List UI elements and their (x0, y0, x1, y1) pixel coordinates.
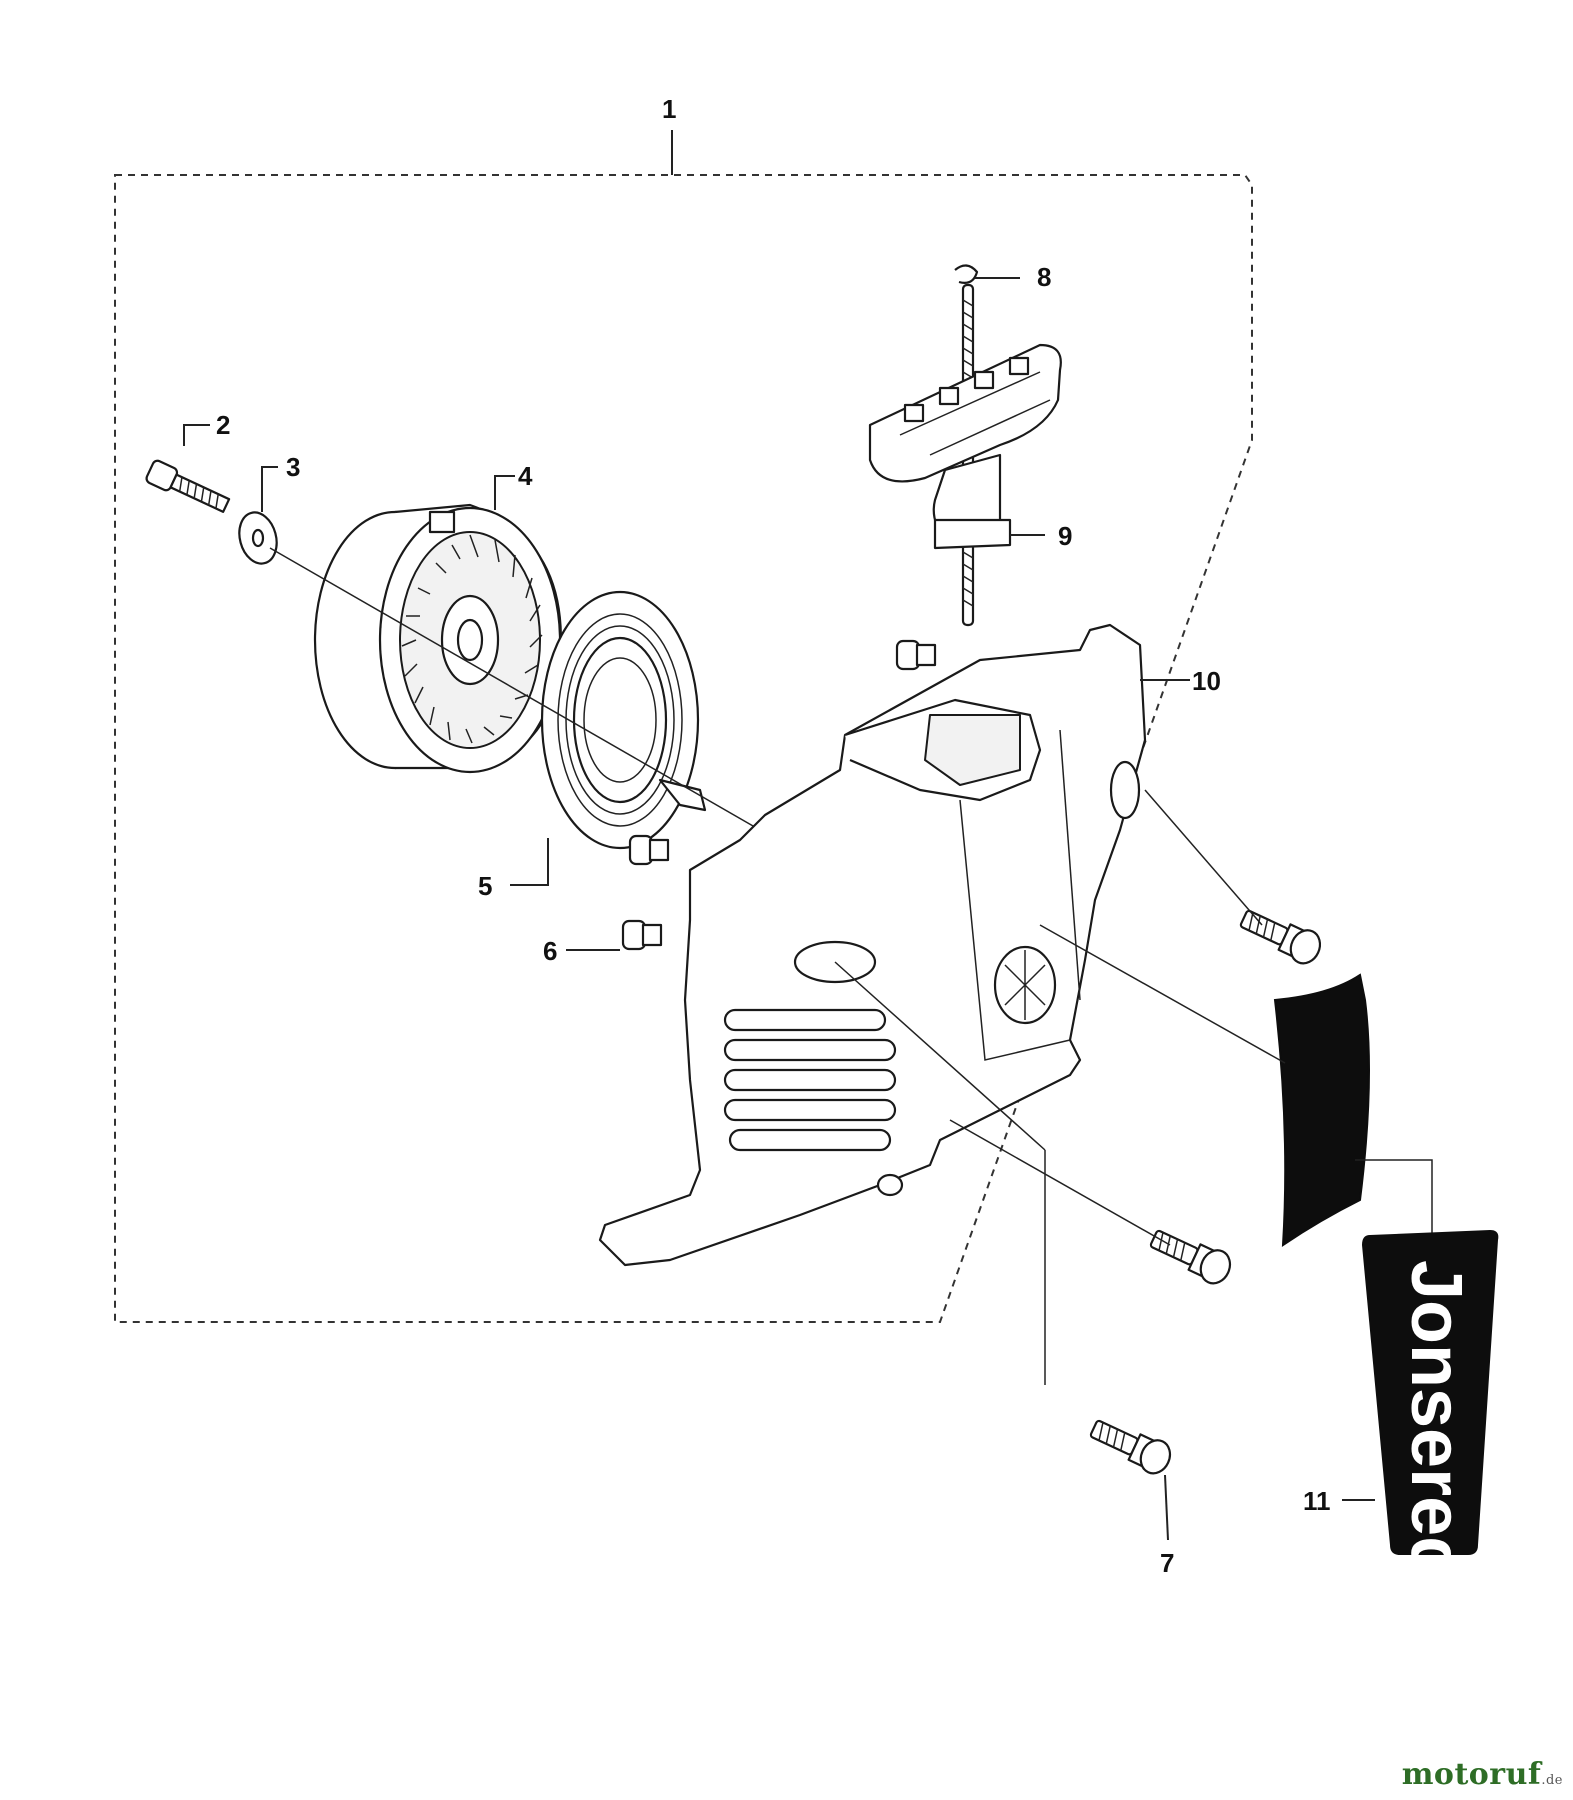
leader-2 (183, 424, 210, 446)
handle-part-9[interactable] (868, 343, 1062, 550)
callout-5: 5 (478, 871, 492, 901)
callout-1: 1 (662, 94, 676, 124)
callout-8: 8 (1037, 262, 1051, 292)
watermark-brand: motoruf (1401, 1757, 1542, 1792)
leader-screw-a (1144, 789, 1263, 926)
leader-screw-b (949, 1119, 1171, 1246)
leader-4 (494, 475, 515, 510)
callout-4: 4 (518, 461, 533, 491)
callout-10: 10 (1192, 666, 1221, 696)
leader-decal-link (1355, 1159, 1433, 1235)
housing-part-10[interactable] (598, 623, 1147, 1267)
leader-screw-c (834, 961, 1046, 1151)
leader-5 (510, 838, 549, 886)
bushing-part-6[interactable] (621, 639, 937, 951)
callout-11: 11 (1303, 1486, 1331, 1516)
assembly-boundary (114, 174, 1253, 1323)
callout-2: 2 (216, 410, 230, 440)
pulley-part-4[interactable] (313, 503, 562, 774)
logo-decal-part-11[interactable]: Jonsered (1362, 1230, 1499, 1580)
washer-part-3[interactable] (234, 508, 282, 568)
callout-7: 7 (1160, 1548, 1174, 1578)
assembly-axis-line (269, 547, 761, 831)
decal-dark (1273, 973, 1370, 1247)
leader-7 (1164, 1474, 1169, 1541)
callout-9: 9 (1058, 521, 1072, 551)
leader-decal-dark (1039, 924, 1286, 1064)
callout-3: 3 (286, 452, 300, 482)
logo-decal-text: Jonsered (1396, 1260, 1476, 1580)
leader-3 (261, 466, 278, 512)
watermark: motoruf.de (1402, 1757, 1563, 1792)
bolt-part-2[interactable] (145, 459, 231, 516)
spring-part-5[interactable] (540, 590, 707, 850)
callout-6: 6 (543, 936, 557, 966)
watermark-suffix: .de (1541, 1773, 1563, 1788)
screw-part-7[interactable] (1087, 903, 1326, 1478)
